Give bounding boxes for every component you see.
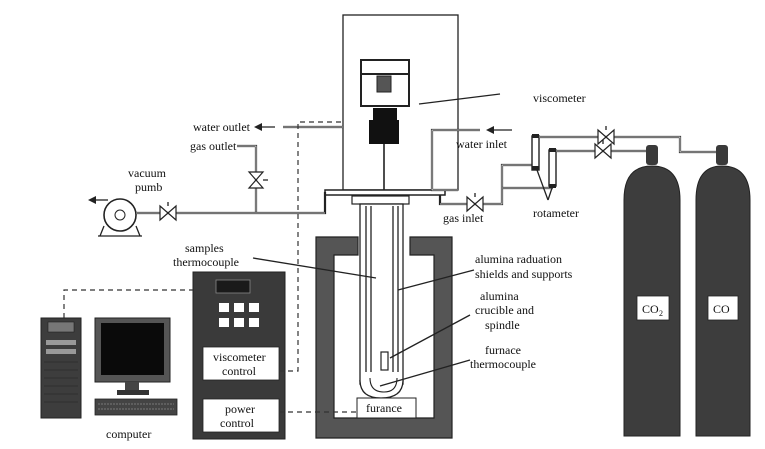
furnace-thermocouple-line2: thermocouple [470, 357, 536, 371]
cylinder-co [695, 145, 751, 437]
cylinder-co2 [623, 145, 681, 437]
water-outlet-label: water outlet [193, 120, 251, 134]
furnace-thermocouple-line1: furnace [485, 343, 521, 357]
samples-thermocouple-line1: samples [185, 241, 224, 255]
cylinder-co-label: CO [713, 302, 730, 316]
alumina-crucible-line2: crucible and [475, 303, 534, 317]
water-inlet-line [430, 126, 512, 192]
vacuum-label-line1: vacuum [128, 166, 167, 180]
rotameter-label: rotameter [533, 206, 579, 220]
furnace-box-label: furance [366, 401, 402, 415]
computer-label: computer [106, 427, 151, 441]
computer [40, 317, 178, 419]
viscometer-control-line2: control [222, 364, 257, 378]
viscometer-control-line1: viscometer [213, 350, 266, 364]
viscometer-leader [418, 93, 501, 105]
vacuum-label-line2: pumb [135, 180, 162, 194]
alumina-shields-line1: alumina raduation [475, 252, 562, 266]
alumina-shields-line2: shields and supports [475, 267, 573, 281]
cylinder-co2-label: CO [642, 302, 659, 316]
water-outlet-line [254, 123, 343, 131]
viscometer-signal-line [279, 121, 343, 372]
vacuum-pump [88, 192, 327, 237]
alumina-crucible-line3: spindle [485, 318, 520, 332]
computer-signal-line [63, 289, 193, 318]
gas-outlet-line [237, 144, 268, 212]
alumina-crucible-line1: alumina [480, 289, 519, 303]
top-flange [324, 189, 446, 196]
gas-inlet-line [438, 163, 553, 213]
furnace-thermocouple-leader [379, 359, 471, 387]
control-unit [192, 271, 286, 440]
alumina-crucible-leader [389, 314, 471, 359]
cylinder-lines [539, 126, 724, 160]
viscometer-housing [342, 14, 459, 360]
rotameter-pair [531, 134, 557, 201]
cylinder-co2-subscript: 2 [659, 309, 663, 318]
samples-thermocouple-leader [252, 257, 377, 279]
gas-outlet-label: gas outlet [190, 139, 237, 153]
gas-inlet-label: gas inlet [443, 211, 484, 225]
water-inlet-label: water inlet [456, 137, 508, 151]
viscometer-label: viscometer [533, 91, 586, 105]
alumina-shields-leader [397, 269, 475, 291]
power-control-line1: power [225, 402, 255, 416]
samples-thermocouple-line2: thermocouple [173, 255, 239, 269]
flange-support [351, 195, 410, 205]
furnace [315, 203, 453, 439]
power-control-line2: control [220, 416, 255, 430]
